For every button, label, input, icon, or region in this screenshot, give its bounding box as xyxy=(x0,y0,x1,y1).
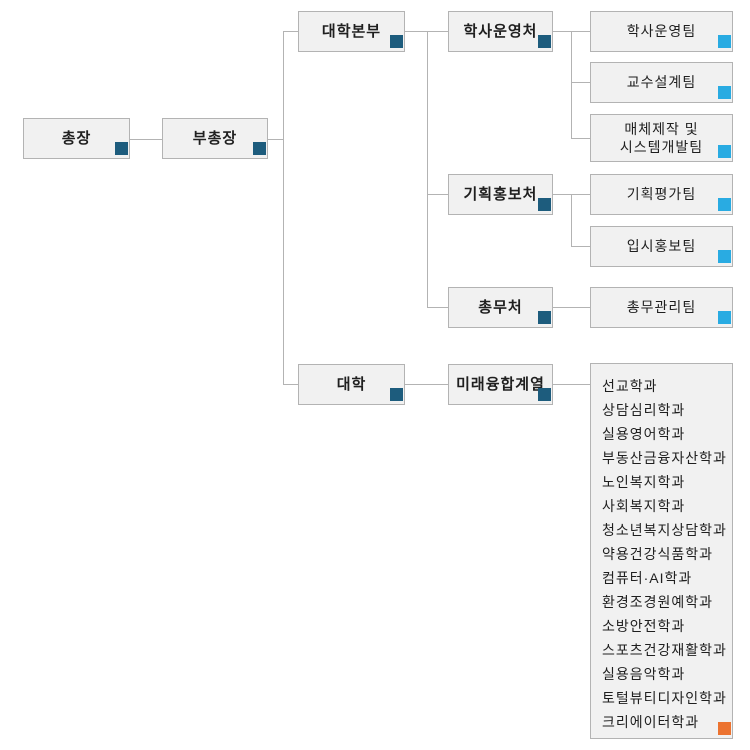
connector-line xyxy=(571,194,572,247)
node-planning-evaluation-team: 기획평가팀 xyxy=(590,174,733,215)
department-item: 사회복지학과 xyxy=(602,498,686,514)
corner-square-icon xyxy=(718,145,731,158)
node-academic-operations-team-label: 학사운영팀 xyxy=(626,23,697,40)
department-item: 소방안전학과 xyxy=(602,618,686,634)
node-admissions-pr-team-label: 입시홍보팀 xyxy=(626,238,697,255)
node-vice-president: 부총장 xyxy=(162,118,268,159)
node-future-convergence-division-label: 미래융합계열 xyxy=(456,375,545,393)
connector-line xyxy=(283,31,298,32)
department-item: 스포츠건강재활학과 xyxy=(602,642,727,658)
corner-square-icon xyxy=(390,35,403,48)
connector-line xyxy=(130,139,162,140)
node-admissions-pr-team: 입시홍보팀 xyxy=(590,226,733,267)
node-future-convergence-division: 미래융합계열 xyxy=(448,364,553,405)
node-general-affairs-office-label: 총무처 xyxy=(478,298,523,316)
corner-square-icon xyxy=(718,250,731,263)
node-academic-affairs-office: 학사운영처 xyxy=(448,11,553,52)
connector-line xyxy=(405,384,448,385)
department-item: 청소년복지상담학과 xyxy=(602,522,727,538)
node-vice-president-label: 부총장 xyxy=(192,129,238,147)
node-president-label: 총장 xyxy=(61,129,92,147)
connector-line xyxy=(427,31,428,308)
node-academic-operations-team: 학사운영팀 xyxy=(590,11,733,52)
corner-square-icon xyxy=(390,388,403,401)
connector-line xyxy=(405,31,448,32)
department-item: 약용건강식품학과 xyxy=(602,546,714,562)
connector-line xyxy=(571,246,590,247)
department-item: 토털뷰티디자인학과 xyxy=(602,690,727,706)
department-item: 환경조경원예학과 xyxy=(602,594,714,610)
department-item: 실용영어학과 xyxy=(602,426,686,442)
connector-line xyxy=(268,139,283,140)
department-item: 실용음악학과 xyxy=(602,666,686,682)
department-item: 상담심리학과 xyxy=(602,402,686,418)
department-list: 선교학과 상담심리학과 실용영어학과 부동산금융자산학과 노인복지학과 사회복지… xyxy=(590,363,733,739)
node-college: 대학 xyxy=(298,364,405,405)
node-president: 총장 xyxy=(23,118,130,159)
connector-line xyxy=(427,307,448,308)
node-general-management-team-label: 총무관리팀 xyxy=(626,299,697,316)
corner-square-icon xyxy=(253,142,266,155)
corner-square-icon xyxy=(718,198,731,211)
connector-line xyxy=(427,194,448,195)
node-college-label: 대학 xyxy=(336,375,367,393)
node-instructional-design-team-label: 교수설계팀 xyxy=(626,74,697,91)
node-planning-pr-office: 기획홍보처 xyxy=(448,174,553,215)
node-headquarters-label: 대학본부 xyxy=(321,22,382,40)
corner-square-icon xyxy=(718,722,731,735)
connector-line xyxy=(571,82,590,83)
connector-line xyxy=(283,384,298,385)
department-item: 컴퓨터·AI학과 xyxy=(602,570,693,586)
department-item: 부동산금융자산학과 xyxy=(602,450,727,466)
corner-square-icon xyxy=(538,35,551,48)
connector-line xyxy=(571,31,572,138)
node-academic-affairs-office-label: 학사운영처 xyxy=(463,22,538,40)
corner-square-icon xyxy=(115,142,128,155)
connector-line xyxy=(571,138,590,139)
node-media-system-team: 매체제작 및 시스템개발팀 xyxy=(590,114,733,162)
connector-line xyxy=(553,307,590,308)
node-media-system-team-line1: 매체제작 및 xyxy=(624,120,699,137)
node-instructional-design-team: 교수설계팀 xyxy=(590,62,733,103)
corner-square-icon xyxy=(538,198,551,211)
corner-square-icon xyxy=(718,35,731,48)
node-planning-evaluation-team-label: 기획평가팀 xyxy=(626,186,697,203)
department-item: 선교학과 xyxy=(602,378,658,394)
node-general-affairs-office: 총무처 xyxy=(448,287,553,328)
node-headquarters: 대학본부 xyxy=(298,11,405,52)
connector-line xyxy=(283,31,284,385)
node-media-system-team-label: 매체제작 및 시스템개발팀 xyxy=(620,120,703,156)
corner-square-icon xyxy=(538,388,551,401)
corner-square-icon xyxy=(718,86,731,99)
node-media-system-team-line2: 시스템개발팀 xyxy=(619,139,704,155)
node-general-management-team: 총무관리팀 xyxy=(590,287,733,328)
corner-square-icon xyxy=(718,311,731,324)
connector-line xyxy=(552,384,590,385)
department-item: 크리에이터학과 xyxy=(602,714,700,730)
node-planning-pr-office-label: 기획홍보처 xyxy=(463,185,538,203)
corner-square-icon xyxy=(538,311,551,324)
department-item: 노인복지학과 xyxy=(602,474,686,490)
